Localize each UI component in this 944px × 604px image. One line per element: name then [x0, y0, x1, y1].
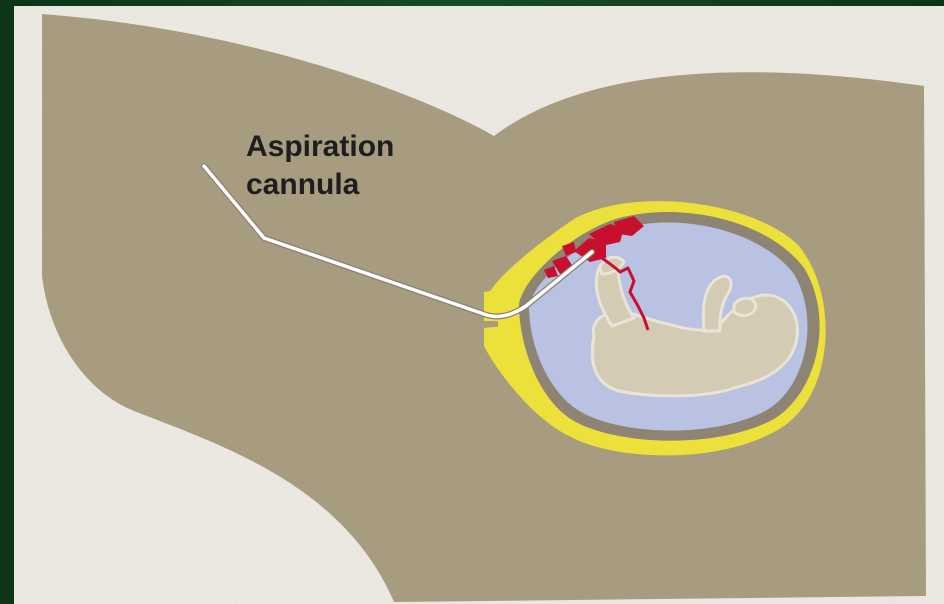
cannula-label-line1: Aspiration: [246, 130, 394, 163]
fetus-hand: [734, 298, 756, 315]
diagram-panel: Aspiration cannula: [14, 6, 944, 604]
cannula-label-line2: cannula: [246, 168, 360, 201]
aspiration-diagram: Aspiration cannula: [14, 6, 944, 604]
